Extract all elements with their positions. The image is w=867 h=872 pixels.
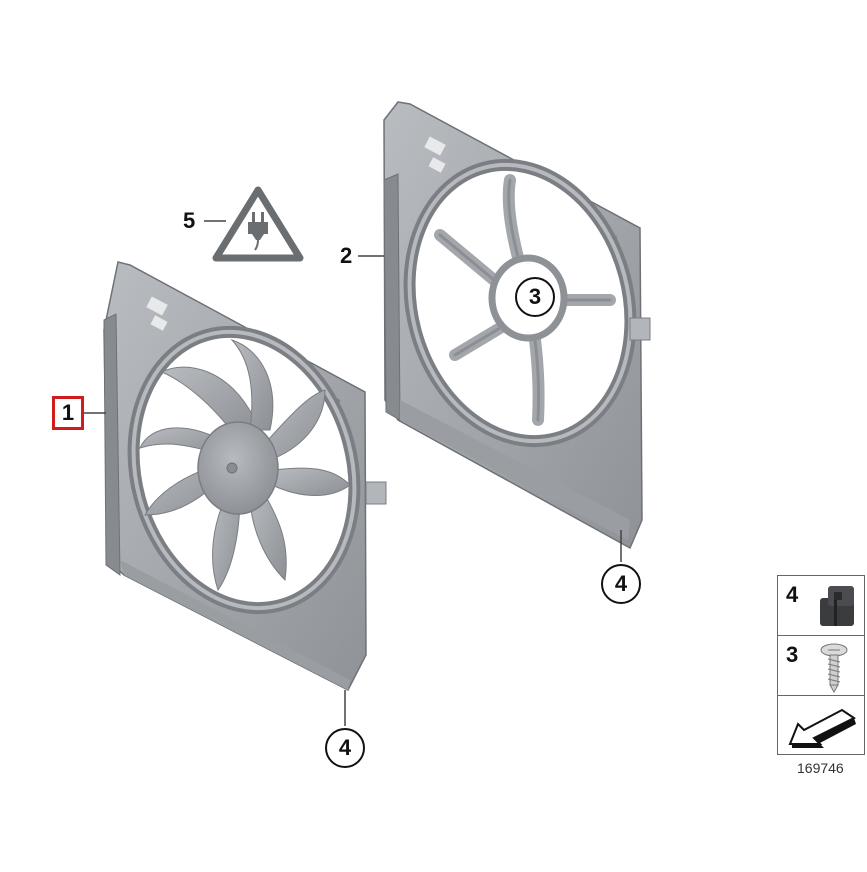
rubber-mount-icon — [820, 586, 854, 626]
callout-1-highlighted[interactable]: 1 — [52, 396, 84, 430]
legend-item-screw[interactable]: 3 — [778, 636, 864, 696]
legend-number: 3 — [786, 642, 799, 667]
legend-number: 4 — [786, 582, 799, 607]
legend-item-rubber-mount[interactable]: 4 — [778, 576, 864, 636]
callout-4-right-label: 4 — [614, 571, 628, 596]
callout-3-label: 3 — [528, 284, 542, 309]
callout-4-left-label: 4 — [338, 735, 352, 760]
legend-item-direction[interactable] — [778, 696, 864, 756]
screw-icon — [820, 643, 848, 694]
callout-4-right[interactable]: 4 — [601, 564, 641, 604]
direction-arrow-icon — [788, 708, 856, 748]
callout-2[interactable]: 2 — [340, 243, 353, 268]
callout-3[interactable]: 3 — [515, 277, 555, 317]
fan-shroud-with-fan — [84, 261, 387, 726]
callout-5[interactable]: 5 — [183, 208, 196, 233]
callout-4-left[interactable]: 4 — [325, 728, 365, 768]
callout-1-label: 1 — [61, 400, 75, 425]
electrical-connector-warning-icon — [204, 186, 304, 262]
fan-shroud-housing — [358, 101, 651, 562]
diagram-part-number: 169746 — [797, 760, 844, 776]
parts-legend: 4 3 — [777, 575, 865, 755]
